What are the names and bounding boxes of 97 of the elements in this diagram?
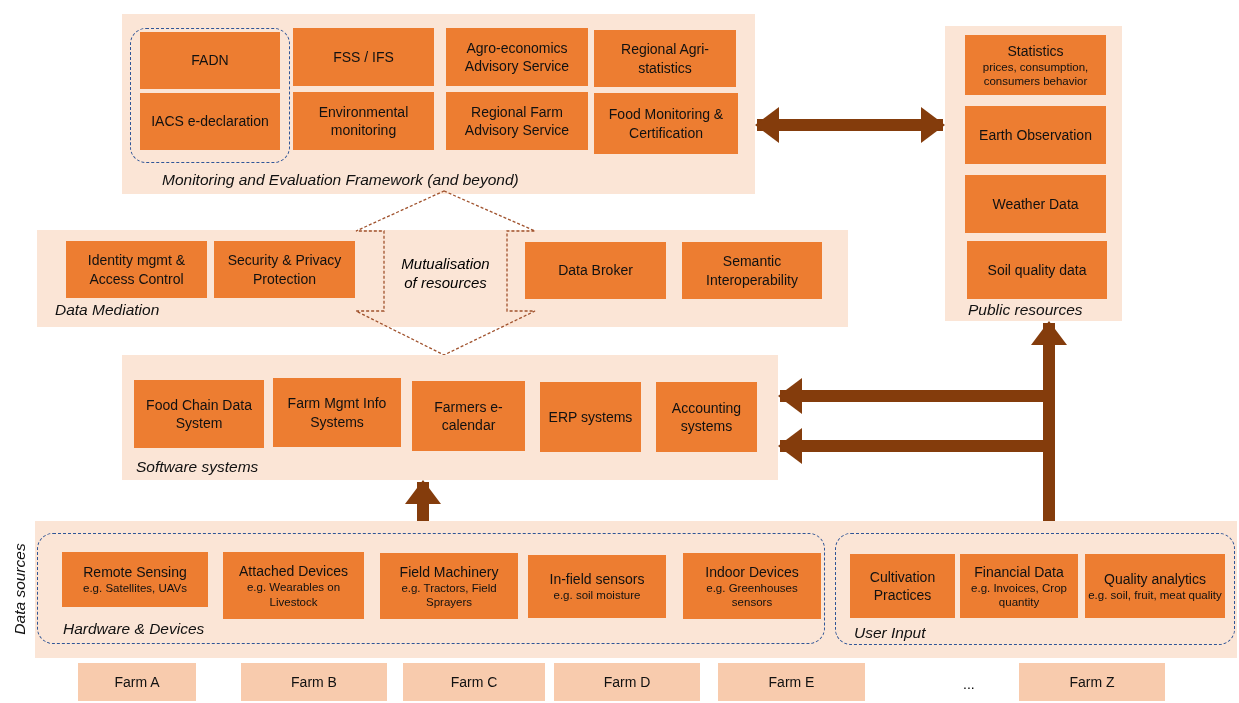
box-label: In-field sensors [549, 570, 645, 589]
box-label: Environmental monitoring [317, 102, 410, 140]
box-label: FADN [191, 51, 229, 70]
group-panel [37, 230, 848, 327]
box-label: Semantic Interoperability [705, 252, 799, 289]
component-box [446, 28, 588, 86]
box-label: Data Broker [558, 261, 633, 280]
dashed-group-frame [835, 533, 1235, 645]
dashed-group-frame [130, 28, 290, 163]
panel-title: Monitoring and Evaluation Framework (and beyond) [162, 171, 519, 189]
component-box [682, 242, 822, 299]
box-subtitle: e.g. soil moisture [553, 588, 641, 603]
box-label: Attached Devices [239, 562, 348, 581]
box-label: Identity mgmt & Access Control [86, 251, 187, 288]
component-box [214, 241, 355, 298]
box-label: ERP systems [548, 407, 633, 427]
farm-box [241, 663, 387, 701]
component-box [965, 106, 1106, 164]
component-box [223, 552, 364, 619]
thick-arrow [755, 107, 945, 143]
component-box [66, 241, 207, 298]
box-label: Cultivation Practices [868, 567, 937, 605]
component-box [528, 555, 666, 618]
component-box [965, 35, 1106, 95]
panel-title: User Input [854, 624, 926, 642]
panel-title: Software systems [136, 458, 259, 476]
farm-label: Farm E [768, 674, 815, 690]
component-box [293, 92, 434, 150]
box-label: Financial Data [974, 562, 1064, 581]
box-label: Food Chain Data System [145, 395, 253, 433]
component-box [525, 242, 666, 299]
panel-title: Hardware & Devices [63, 620, 205, 638]
thick-arrow [405, 480, 441, 521]
box-label: Quality analytics [1104, 569, 1206, 588]
box-label: Indoor Devices [705, 562, 799, 581]
component-box [293, 28, 434, 86]
box-label: Remote Sensing [83, 563, 187, 582]
component-box [656, 382, 757, 452]
farm-box [1019, 663, 1165, 701]
farm-label: Farm A [114, 674, 160, 690]
box-label: Agro-economics Advisory Service [463, 38, 571, 76]
box-subtitle: e.g. Tractors, Field Sprayers [400, 580, 498, 610]
component-box [380, 553, 518, 619]
component-box [594, 30, 736, 87]
group-panel [945, 26, 1122, 321]
farm-box [554, 663, 700, 701]
box-subtitle: prices, consumption, consumers behavior [981, 59, 1090, 89]
box-label: IACS e-declaration [151, 112, 269, 131]
shape-label: Mutualisation of resources [400, 253, 491, 293]
panel-title: Public resources [968, 301, 1083, 319]
component-box [594, 93, 738, 154]
component-box [540, 382, 641, 452]
component-box [62, 552, 208, 607]
dashed-group-frame [37, 533, 825, 644]
ellipsis-label: ... [963, 676, 975, 692]
farm-label: Farm C [450, 674, 498, 690]
box-label: Security & Privacy Protection [226, 251, 343, 288]
box-label: Soil quality data [987, 260, 1087, 280]
component-box [683, 553, 821, 619]
component-box [960, 554, 1078, 618]
box-subtitle: e.g. soil, fruit, meat quality [1088, 587, 1222, 603]
component-box [273, 378, 401, 447]
box-subtitle: e.g. Wearables on Livestock [245, 580, 342, 609]
farm-box [78, 663, 196, 701]
component-box [140, 32, 280, 89]
farm-label: Farm B [291, 674, 337, 690]
group-panel [122, 355, 778, 480]
component-box [1085, 554, 1225, 618]
component-box [412, 381, 525, 451]
component-box [134, 380, 264, 448]
component-box [967, 241, 1107, 299]
farm-box [718, 663, 865, 701]
component-box [965, 175, 1106, 233]
box-subtitle: e.g. Satellites, UAVs [83, 581, 187, 596]
double-arrow-shape [355, 190, 536, 356]
box-subtitle: e.g. Invoices, Crop quantity [970, 580, 1068, 610]
box-label: Food Monitoring & Certification [607, 105, 725, 142]
box-label: Weather Data [992, 194, 1079, 214]
box-label: Farmers e-calendar [433, 397, 504, 435]
farm-label: Farm Z [1069, 674, 1115, 690]
box-label: Farm Mgmt Info Systems [286, 394, 388, 431]
box-label: Earth Observation [979, 125, 1092, 145]
box-subtitle: e.g. Greenhouses sensors [705, 580, 799, 610]
farm-box [403, 663, 545, 701]
box-label: Statistics [1007, 41, 1064, 60]
box-label: Field Machinery [399, 562, 499, 581]
box-label: Regional Agri-statistics [620, 40, 710, 77]
farm-label: Farm D [603, 674, 651, 690]
panel-title: Data Mediation [55, 301, 160, 319]
group-panel [122, 14, 755, 194]
box-label: Regional Farm Advisory Service [463, 102, 571, 140]
component-box [140, 93, 280, 150]
box-label: Accounting systems [670, 398, 743, 436]
panel-title: Data sources [10, 543, 29, 635]
component-box [850, 554, 955, 618]
box-label: FSS / IFS [333, 47, 394, 67]
component-box [446, 92, 588, 150]
